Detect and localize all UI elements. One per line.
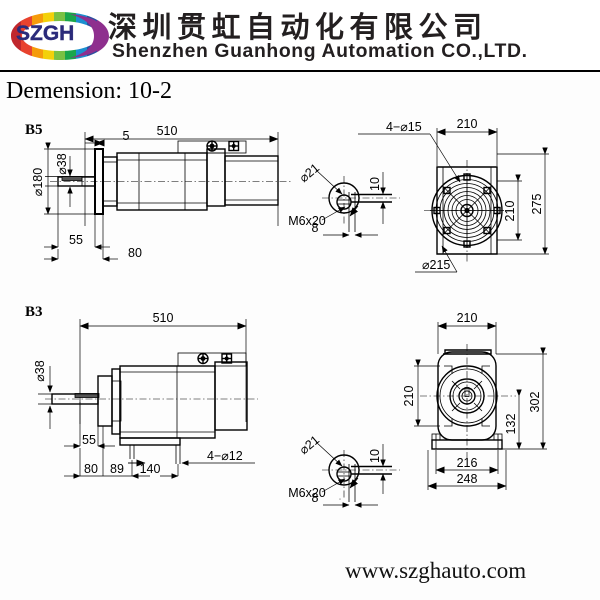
- b5-label: B5: [25, 122, 43, 138]
- b3-terminal-screw-1: [197, 352, 209, 365]
- b3-dim-216: 216: [457, 456, 478, 470]
- b5-dim-510: 510: [157, 124, 178, 138]
- b3-dim-80: 80: [84, 462, 98, 476]
- b5-dim-4xd15: 4−⌀15: [386, 120, 422, 134]
- b3-dim-55: 55: [82, 433, 96, 447]
- b5-drawing-group: B5 510: [25, 117, 549, 273]
- b3-dim-d21: ⌀21: [297, 433, 322, 458]
- company-name-english: Shenzhen Guanhong Automation CO.,LTD.: [112, 41, 528, 62]
- b5-end-view: 4−⌀15 ⌀215 210 210: [358, 117, 549, 273]
- b3-dim-m6x20: M6x20: [288, 486, 326, 500]
- page-title: Demension: 10-2: [6, 78, 172, 104]
- b3-label: B3: [25, 304, 43, 320]
- b5-side-view: 510: [31, 124, 292, 262]
- b3-dim-d38: ⌀38: [33, 360, 47, 381]
- b5-dim-10: 10: [368, 177, 382, 191]
- b5-dim-d180: ⌀180: [31, 168, 45, 196]
- b5-terminal-screw-1: [206, 140, 218, 152]
- header-divider: [0, 70, 600, 72]
- b3-dim-248: 248: [457, 472, 478, 486]
- szgh-logo-icon: [8, 10, 112, 62]
- b3-dim-210-h: 210: [402, 386, 416, 407]
- b5-dim-m6x20: M6x20: [288, 214, 326, 228]
- b5-dim-d21: ⌀21: [297, 161, 322, 186]
- b3-dim-210-w: 210: [457, 311, 478, 325]
- b5-dim-5: 5: [123, 129, 130, 143]
- b3-dim-132: 132: [504, 414, 518, 435]
- b3-shaft-detail: ⌀21 M6x20 10 8: [288, 433, 400, 508]
- b5-dim-d215: ⌀215: [422, 258, 450, 272]
- b5-dim-80: 80: [128, 246, 142, 260]
- b3-dim-4xd12: 4−⌀12: [207, 449, 243, 463]
- b5-shaft-detail: ⌀21 M6x20 10 8: [288, 161, 400, 238]
- b3-dim-89: 89: [110, 462, 124, 476]
- b3-dim-140: 140: [140, 462, 161, 476]
- company-name-chinese: 深圳贯虹自动化有限公司: [108, 10, 488, 44]
- b5-dim-8: 8: [312, 221, 319, 235]
- website-url[interactable]: www.szghauto.com: [345, 558, 527, 583]
- b5-dim-210-h: 210: [503, 201, 517, 222]
- b3-dim-302: 302: [528, 392, 542, 413]
- technical-drawing-area: .thin { stroke:#000; stroke-width:0.8; f…: [0, 104, 600, 524]
- b3-end-view: 210 210 132 302 216: [402, 311, 547, 490]
- b5-dim-55: 55: [69, 233, 83, 247]
- b3-terminal-screw-2: [221, 353, 233, 364]
- logo-wordmark: SZGH: [16, 22, 75, 45]
- b5-dim-210-w: 210: [457, 117, 478, 131]
- b3-side-view: 510: [33, 311, 258, 479]
- b5-terminal-screw-2: [228, 140, 240, 152]
- b5-dim-d38: ⌀38: [55, 153, 69, 174]
- b3-dim-10: 10: [368, 449, 382, 463]
- b5-dim-275: 275: [530, 194, 544, 215]
- b3-dim-510: 510: [153, 311, 174, 325]
- b3-drawing-group: B3 510: [25, 304, 547, 508]
- b3-dim-8: 8: [312, 491, 319, 505]
- company-header: SZGH 深圳贯虹自动化有限公司 Shenzhen Guanhong Autom…: [0, 0, 600, 72]
